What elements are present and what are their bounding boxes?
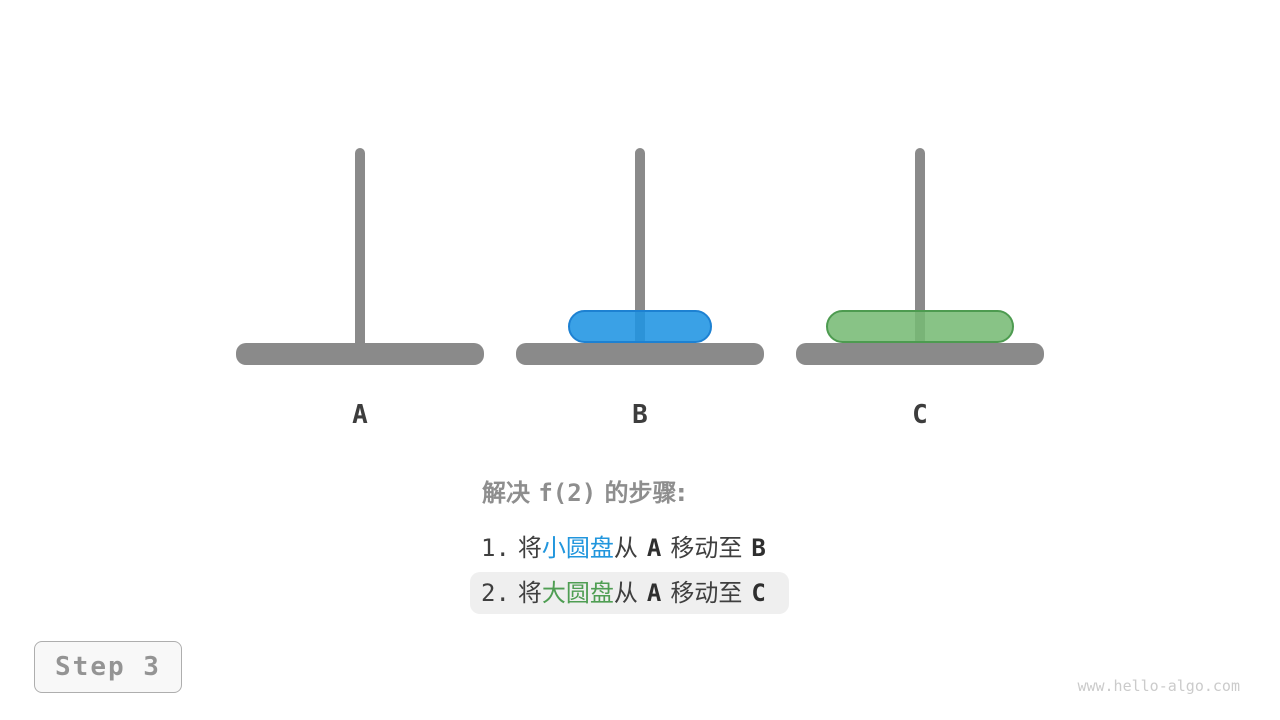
peg-a-pole [355, 148, 365, 353]
steps-title-prefix: 解决 [482, 479, 539, 507]
step-2-number: 2. [481, 579, 510, 607]
step-1-from-peg: A [646, 534, 662, 562]
step-1-disk-word: 小圆盘 [541, 534, 614, 562]
peg-c-pole [915, 148, 925, 353]
step-2-verb: 将 [517, 579, 542, 607]
step-2-from-peg: A [646, 579, 662, 607]
step-button[interactable]: Step 3 [34, 641, 182, 693]
watermark: www.hello-algo.com [1077, 677, 1240, 695]
peg-c-base [796, 343, 1044, 365]
step-1-number: 1. [481, 534, 510, 562]
step-1-to-peg: B [751, 534, 766, 562]
steps-title: 解决 f(2) 的步骤: [482, 478, 686, 508]
small-disk [568, 310, 712, 343]
step-2-from-word: 从 [613, 579, 638, 607]
step-1-move-word: 移动至 [670, 534, 743, 562]
peg-label-a: A [352, 400, 368, 430]
peg-label-b: B [632, 400, 648, 430]
peg-a-base [236, 343, 484, 365]
large-disk [826, 310, 1014, 343]
steps-title-code: f(2) [538, 479, 597, 507]
steps-title-suffix: 的步骤: [596, 479, 687, 507]
step-2-move-word: 移动至 [670, 579, 743, 607]
peg-b-pole [635, 148, 645, 353]
step-1-from-word: 从 [613, 534, 638, 562]
step-1-verb: 将 [517, 534, 542, 562]
step-2-disk-word: 大圆盘 [541, 579, 614, 607]
peg-b-base [516, 343, 764, 365]
peg-label-c: C [912, 400, 928, 430]
step-2-to-peg: C [751, 579, 766, 607]
